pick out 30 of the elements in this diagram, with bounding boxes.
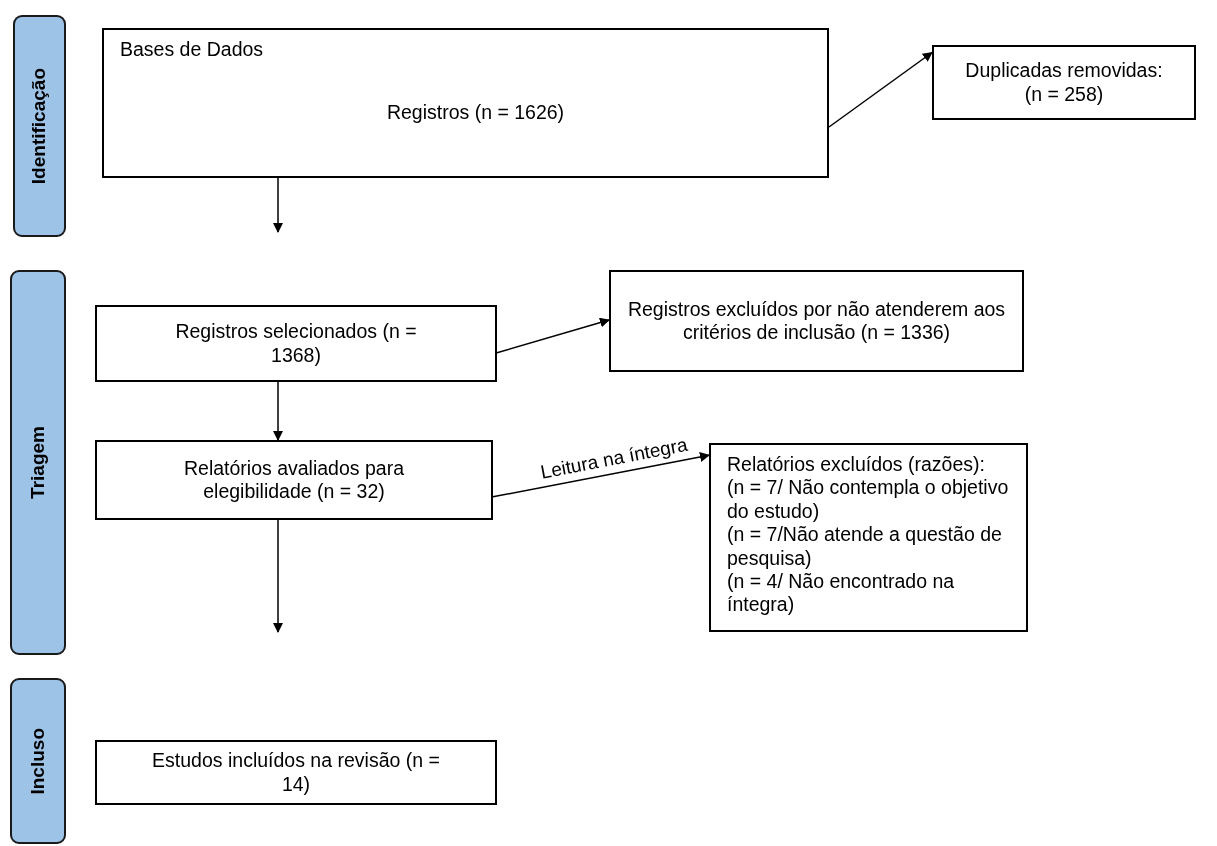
box-text: (n = 7/Não atende a questão de pesquisa)	[727, 523, 1003, 570]
phase-label: Identificação	[28, 67, 51, 185]
phase-band	[10, 678, 66, 844]
box-text: (n = 7/ Não contempla o objetivo do estudo)	[727, 476, 1010, 524]
arrow	[828, 51, 933, 128]
process-box	[102, 28, 829, 178]
box-text: (n = 4/ Não encontrado na íntegra)	[727, 569, 956, 617]
phase-label: Triagem	[26, 426, 49, 499]
process-box	[609, 270, 1024, 372]
arrow	[273, 381, 283, 441]
arrow	[492, 452, 710, 498]
phase-label: Incluso	[26, 727, 49, 795]
process-box	[932, 45, 1196, 120]
phase-band	[13, 15, 66, 237]
box-text: Estudos incluídos na revisão (n = 14)	[151, 749, 441, 796]
box-text: Relatórios avaliados para elegibilidade (n = 32)	[182, 456, 405, 504]
box-heading: Bases de Dados	[120, 38, 265, 62]
process-box	[95, 440, 493, 520]
box-text: Registros excluídos por não atenderem aos critérios de inclusão (n = 1336)	[626, 297, 1007, 345]
arrow	[273, 519, 283, 633]
box-text: Registros selecionados (n = 1368)	[174, 320, 418, 367]
box-text: Duplicadas removidas: (n = 258)	[964, 59, 1164, 106]
box-text: Registros (n = 1626)	[385, 101, 566, 125]
arrow	[496, 317, 610, 354]
box-heading: Relatórios excluídos (razões):	[727, 453, 986, 477]
process-box	[709, 443, 1028, 632]
process-box	[95, 740, 497, 805]
arrow	[273, 177, 283, 233]
process-box	[95, 305, 497, 382]
phase-band	[10, 270, 66, 655]
